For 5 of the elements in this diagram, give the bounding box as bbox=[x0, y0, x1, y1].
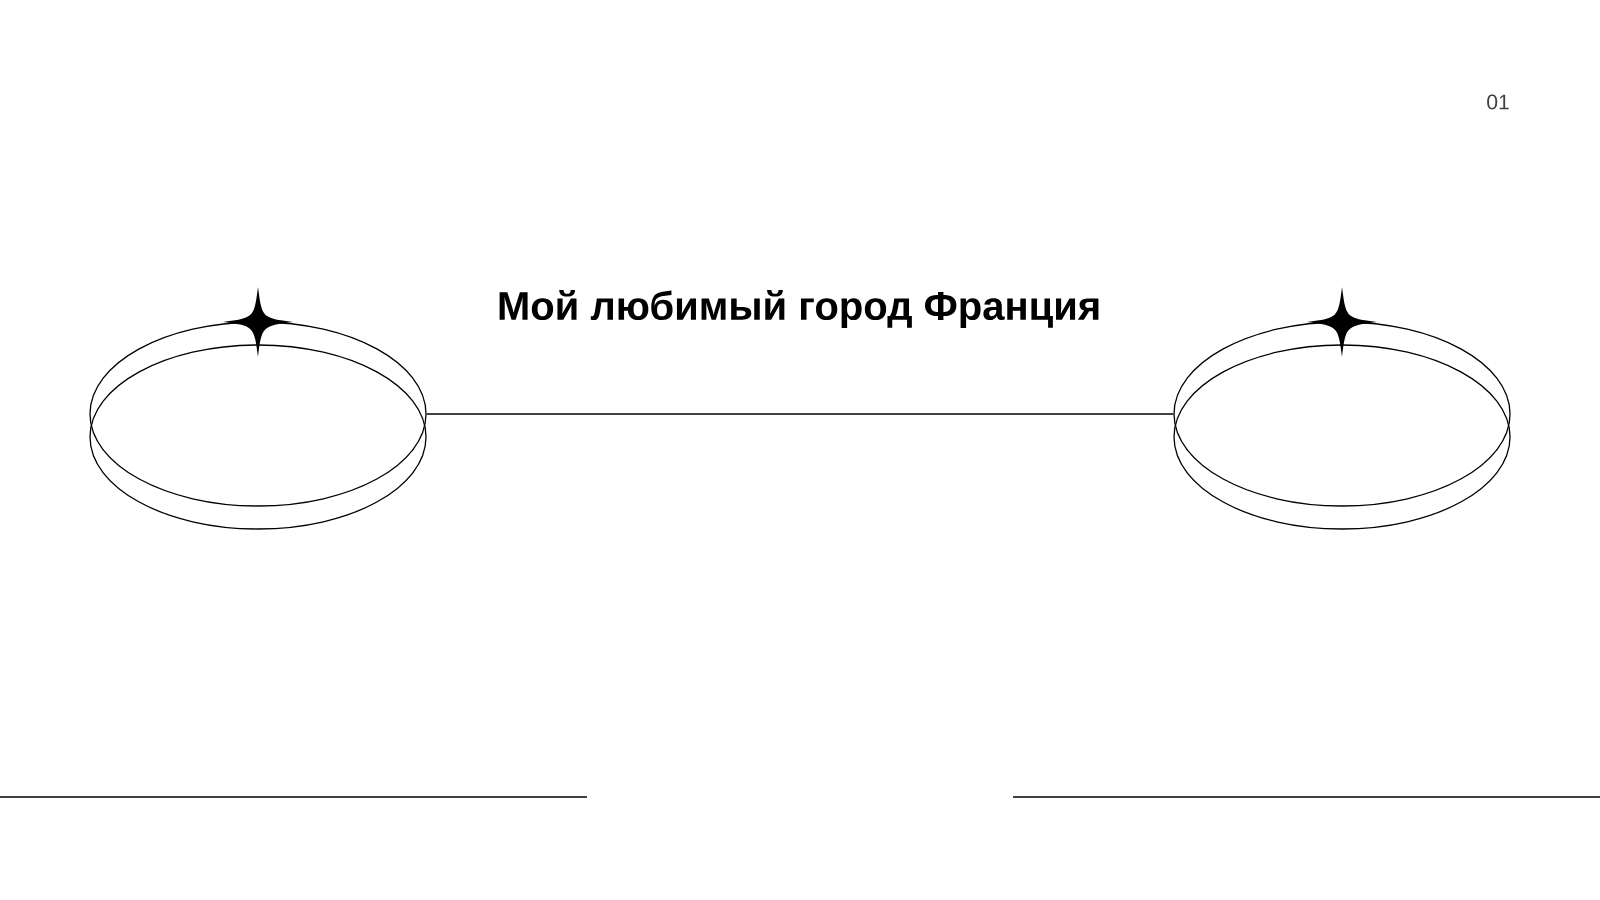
title: Мой любимый город Франция bbox=[499, 289, 1099, 328]
ring-drawing bbox=[1173, 321, 1511, 530]
ring-drawing bbox=[89, 321, 427, 530]
connector-line bbox=[426, 413, 1174, 415]
page-number: 01 bbox=[1487, 94, 1509, 110]
